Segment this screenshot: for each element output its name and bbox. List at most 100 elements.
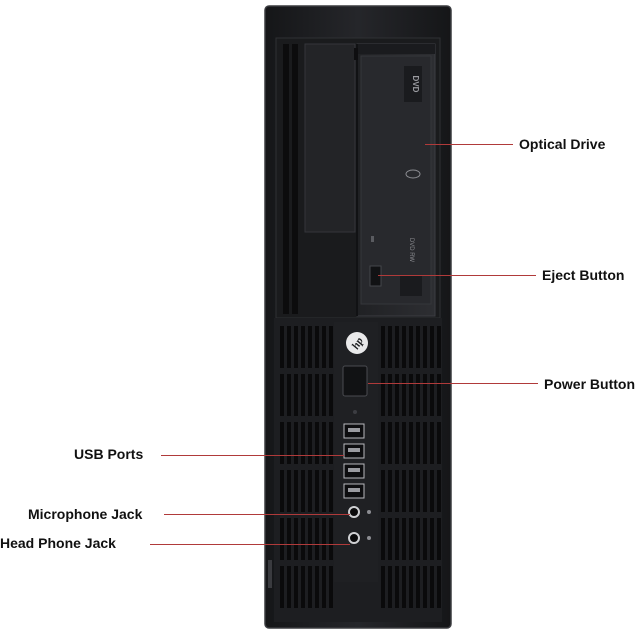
vent-slot <box>402 566 406 608</box>
vent-slot <box>416 374 420 416</box>
vent-slot <box>301 374 305 416</box>
vent-slot <box>294 374 298 416</box>
front-vent-grille <box>280 326 441 608</box>
vent-slot <box>423 566 427 608</box>
vent-slot <box>315 326 319 368</box>
vent-slot <box>430 518 434 560</box>
vent-slot <box>294 518 298 560</box>
usb-ports-label: USB Ports <box>74 446 144 462</box>
vent-slot <box>388 518 392 560</box>
vent-slot <box>395 518 399 560</box>
model-label <box>268 560 272 588</box>
vent-slot <box>322 566 326 608</box>
vent-slot <box>294 470 298 512</box>
vent-slot <box>381 422 385 464</box>
eject-button-callout-line <box>378 275 536 276</box>
vent-slot <box>329 566 333 608</box>
hp-logo: hp <box>346 332 368 354</box>
vent-slot <box>322 518 326 560</box>
vent-slot <box>294 326 298 368</box>
vent-slot <box>322 374 326 416</box>
vent-slot <box>437 374 441 416</box>
vent-slot <box>437 518 441 560</box>
vent-slot <box>301 566 305 608</box>
dvd-logo: DVD <box>404 66 422 102</box>
drive-activity-light <box>371 236 374 242</box>
vent-slot <box>280 326 284 368</box>
vent-slot <box>437 422 441 464</box>
vent-slot <box>423 518 427 560</box>
eject-button-label: Eject Button <box>542 267 625 283</box>
eject-button[interactable] <box>369 265 382 287</box>
vent-slot <box>315 566 319 608</box>
power-button-callout-line <box>368 383 538 384</box>
vent-slot <box>280 470 284 512</box>
vent-slot <box>301 422 305 464</box>
vent-slot <box>308 470 312 512</box>
microphone-jack[interactable] <box>348 506 371 518</box>
power-button-label: Power Button <box>544 376 635 392</box>
dvd-logo-text: DVD <box>411 76 420 93</box>
vent-slot <box>294 566 298 608</box>
vent-slot <box>402 374 406 416</box>
vent-slot <box>315 518 319 560</box>
headphone-jack[interactable] <box>348 532 371 544</box>
vent-slot <box>329 374 333 416</box>
usb-ports <box>343 423 365 499</box>
vent-slot <box>315 374 319 416</box>
vent-slot <box>294 422 298 464</box>
vent-slot <box>416 518 420 560</box>
vent-slot <box>430 326 434 368</box>
vent-slot <box>388 470 392 512</box>
vent-slot <box>388 374 392 416</box>
vent-slot <box>287 326 291 368</box>
vent-slot <box>315 422 319 464</box>
vent-slot <box>437 326 441 368</box>
vent-slot <box>329 326 333 368</box>
vent-slot <box>395 566 399 608</box>
dvd-rw-text: DVD RW <box>408 238 414 263</box>
optical-drive-callout-line <box>425 144 513 145</box>
usb-ports-callout-line <box>161 455 344 456</box>
vent-slot <box>329 422 333 464</box>
vent-slot <box>381 566 385 608</box>
vent-slot <box>430 422 434 464</box>
drive-arrow-marks <box>354 48 358 60</box>
vent-slot <box>301 518 305 560</box>
vent-slot <box>287 374 291 416</box>
upper-side-vents <box>283 44 298 314</box>
vent-slot <box>402 470 406 512</box>
vent-slot <box>402 326 406 368</box>
vent-slot <box>322 470 326 512</box>
vent-slot <box>423 374 427 416</box>
vent-slot <box>402 518 406 560</box>
vent-slot <box>315 470 319 512</box>
power-button[interactable] <box>342 365 368 397</box>
vent-slot <box>287 566 291 608</box>
vent-slot <box>423 326 427 368</box>
vent-slot <box>280 422 284 464</box>
vent-slot <box>437 470 441 512</box>
vent-slot <box>416 566 420 608</box>
dvd-disc-icon <box>405 169 421 179</box>
vent-slot <box>322 326 326 368</box>
blank-bay-cover <box>304 43 356 233</box>
microphone-jack-callout-line <box>164 514 350 515</box>
vent-slot <box>395 470 399 512</box>
vent-slot <box>308 374 312 416</box>
optical-drive: DVD DVD RW <box>354 43 436 317</box>
vent-slot <box>381 326 385 368</box>
drive-emergency-slot <box>400 276 422 296</box>
vent-slot <box>329 518 333 560</box>
vent-slot <box>329 470 333 512</box>
vent-slot <box>416 470 420 512</box>
vent-slot <box>322 422 326 464</box>
vent-slot <box>308 326 312 368</box>
vent-slot <box>308 518 312 560</box>
vent-slot <box>409 566 413 608</box>
vent-slot <box>301 470 305 512</box>
headphone-jack-label: Head Phone Jack <box>0 535 116 551</box>
vent-slot <box>395 326 399 368</box>
headphone-jack-callout-line <box>150 544 350 545</box>
